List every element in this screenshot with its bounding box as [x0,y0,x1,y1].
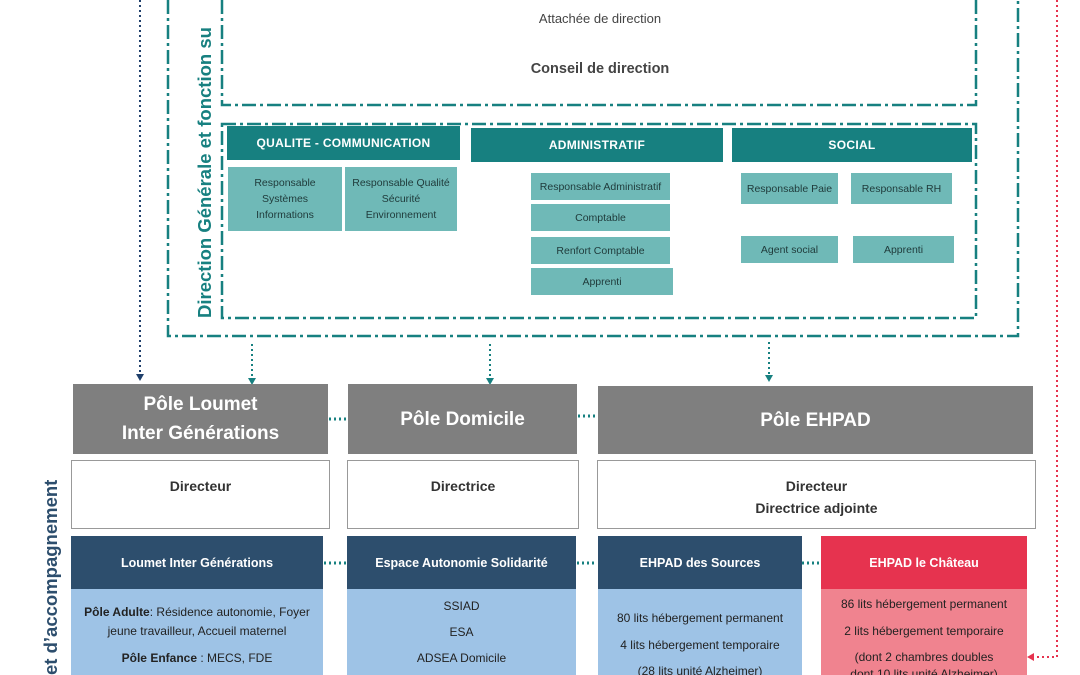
pole-loumet-header: Pôle Loumet Inter Générations [73,384,328,454]
agent-social: Agent social [741,236,838,263]
left-arrow-head [136,374,144,381]
right-arrow-head [1027,653,1034,661]
qualite-communication-header: QUALITE - COMMUNICATION [227,126,460,160]
apprenti-social: Apprenti [853,236,954,263]
conseil-de-direction: Conseil de direction [530,61,670,77]
attachee-de-direction: Attachée de direction [538,10,662,26]
ehpad-des-sources-body: 80 lits hébergement permanent 4 lits héb… [598,589,802,675]
direction-side-label: Direction Générale et fonction su [194,27,215,318]
responsable-rh: Responsable RH [851,173,952,204]
direction-ehpad-box: Directeur Directrice adjointe [597,460,1036,529]
responsable-paie: Responsable Paie [741,173,838,204]
ehpad-le-chateau-body: 86 lits hébergement permanent 2 lits héb… [821,589,1027,675]
pole-adulte-line-2: jeune travailleur, Accueil maternel [107,624,287,638]
directeur-loumet-box: Directeur [71,460,330,529]
apprenti-administratif: Apprenti [531,268,673,295]
pole-domicile-header: Pôle Domicile [348,384,577,454]
social-header: SOCIAL [732,128,972,162]
right-dotted-line [1034,0,1058,658]
espace-autonomie-solidarite-header: Espace Autonomie Solidarité [347,536,576,589]
loumet-inter-generations-header: Loumet Inter Générations [71,536,323,589]
comptable: Comptable [531,204,670,231]
council-frame [220,0,978,107]
ehpad-le-chateau-header: EHPAD le Château [821,536,1027,589]
responsable-administratif: Responsable Administratif [531,173,670,200]
responsable-qualite-securite-environnement: Responsable Qualité Sécurité Environneme… [345,167,457,231]
accompagnement-side-label: et d’accompagnement [40,479,61,675]
administratif-header: ADMINISTRATIF [471,128,723,162]
pole-enfance-line: Pôle Enfance : MECS, FDE [121,651,273,665]
responsable-systemes-informations: Responsable Systèmes Informations [228,167,342,231]
directrice-domicile-box: Directrice [347,460,579,529]
pole-ehpad-header: Pôle EHPAD [598,386,1033,454]
services-frame [220,122,978,320]
pole-adulte-line: Pôle Adulte: Résidence autonomie, Foyer [84,605,310,619]
loumet-body: Pôle Adulte: Résidence autonomie, Foyer … [71,589,323,675]
direction-frame [166,0,1020,338]
ehpad-des-sources-header: EHPAD des Sources [598,536,802,589]
renfort-comptable: Renfort Comptable [531,237,670,264]
espace-autonomie-body: SSIAD ESA ADSEA Domicile [347,589,576,675]
